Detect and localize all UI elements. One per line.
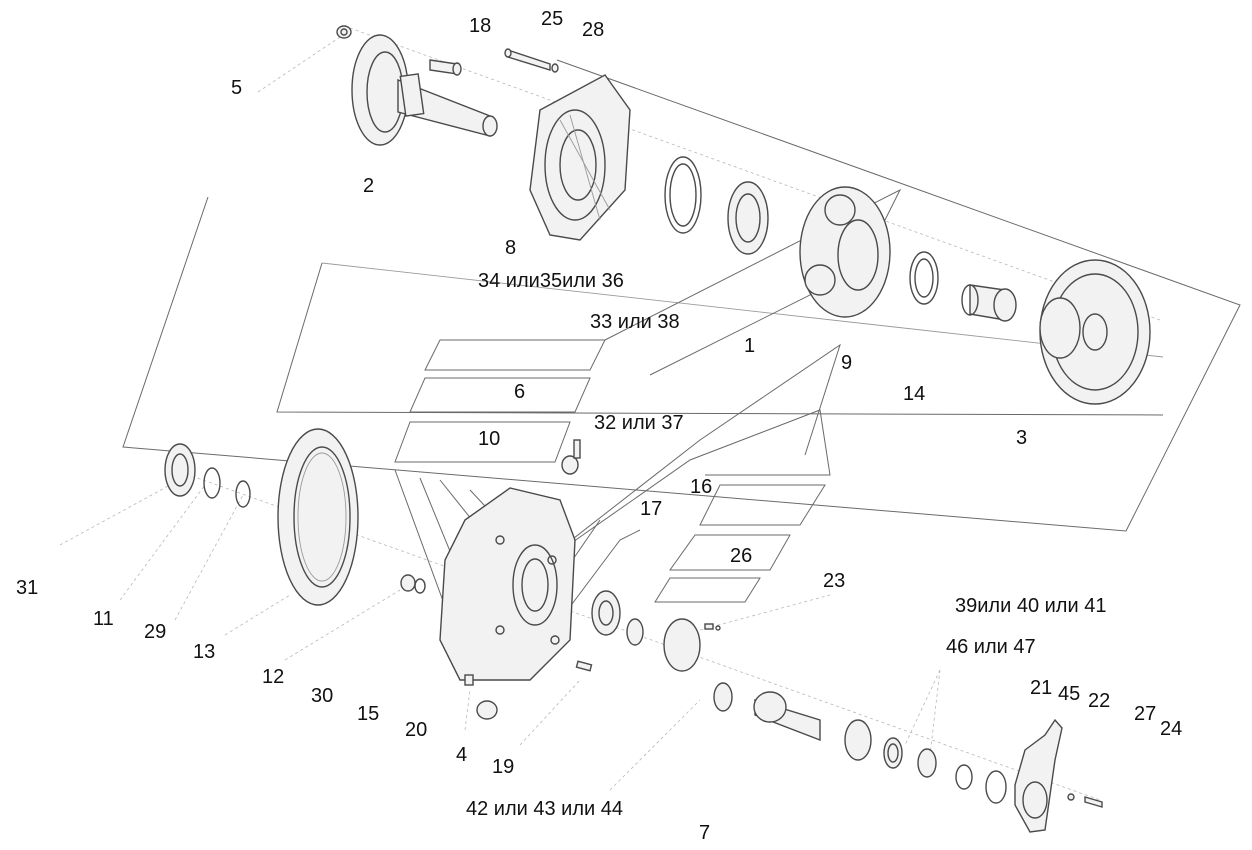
part-19-pin <box>575 660 593 672</box>
flag-26 <box>669 534 791 571</box>
label-34: 34 или35или 36 <box>478 270 624 292</box>
label-23: 23 <box>823 570 845 592</box>
part-7-shaft <box>713 682 821 742</box>
part-14-washer <box>909 251 1017 322</box>
part-seals-upper <box>664 156 769 255</box>
label-16: 16 <box>690 476 712 498</box>
part-5-nut <box>336 25 352 39</box>
part-29-ring <box>235 480 251 508</box>
flag-6 <box>424 339 606 371</box>
part-20-pin <box>464 674 474 686</box>
label-2: 2 <box>363 175 374 197</box>
label-24: 24 <box>1160 718 1182 740</box>
label-13: 13 <box>193 641 215 663</box>
flag-6b <box>409 377 591 413</box>
label-19: 19 <box>492 756 514 778</box>
part-3-gear <box>1039 259 1151 405</box>
part-24-bolt <box>1067 793 1103 808</box>
label-32: 32 или 37 <box>594 412 684 434</box>
outer-frame <box>122 59 1241 532</box>
label-11: 11 <box>93 608 114 630</box>
part-2-flange-shaft <box>351 34 498 146</box>
part-lower-bearings <box>591 590 701 672</box>
label-33: 33 или 38 <box>590 311 680 333</box>
label-46: 46 или 47 <box>946 636 1036 658</box>
part-12-bush <box>400 574 426 594</box>
flag-16 <box>699 484 826 526</box>
label-26: 26 <box>730 545 752 567</box>
flag-26b <box>654 577 761 603</box>
label-6: 6 <box>514 381 525 403</box>
label-10: 10 <box>478 428 500 450</box>
label-20: 20 <box>405 719 427 741</box>
flag-10 <box>394 421 571 463</box>
part-main-housing <box>439 487 576 681</box>
label-22: 22 <box>1088 690 1110 712</box>
label-7: 7 <box>699 822 710 844</box>
part-32-plug <box>561 439 581 475</box>
label-9: 9 <box>841 352 852 374</box>
part-21-lever <box>1014 718 1063 833</box>
part-13-ring-gear <box>277 428 359 606</box>
label-1: 1 <box>744 335 755 357</box>
label-4: 4 <box>456 744 467 766</box>
label-5: 5 <box>231 77 242 99</box>
part-4-plug <box>476 700 498 720</box>
label-25: 25 <box>541 8 563 30</box>
callout-flags <box>394 188 902 621</box>
part-23-screw <box>704 623 721 631</box>
label-17: 17 <box>640 498 662 520</box>
part-8-cover <box>529 74 631 241</box>
label-27: 27 <box>1134 703 1156 725</box>
label-21: 21 <box>1030 677 1052 699</box>
assembly-frames <box>122 59 1241 532</box>
label-12: 12 <box>262 666 284 688</box>
label-15: 15 <box>357 703 379 725</box>
label-14: 14 <box>903 383 925 405</box>
label-45: 45 <box>1058 683 1080 705</box>
inner-frame <box>276 262 1164 416</box>
label-3: 3 <box>1016 427 1027 449</box>
label-18: 18 <box>469 15 491 37</box>
part-lower-rings <box>844 719 1007 804</box>
label-39: 39или 40 или 41 <box>955 595 1106 617</box>
label-28: 28 <box>582 19 604 41</box>
part-25-stud <box>504 48 559 73</box>
label-31: 31 <box>16 577 38 599</box>
label-42: 42 или 43 или 44 <box>466 798 623 820</box>
part-11-ring <box>203 467 221 499</box>
part-planet-carrier <box>799 186 891 318</box>
label-29: 29 <box>144 621 166 643</box>
label-30: 30 <box>311 685 333 707</box>
part-31-bearing <box>164 443 196 497</box>
part-labels: 5 18 25 28 2 8 34 или35или 36 33 или 38 … <box>16 8 1182 844</box>
label-8: 8 <box>505 237 516 259</box>
part-18-bolt <box>429 59 462 76</box>
